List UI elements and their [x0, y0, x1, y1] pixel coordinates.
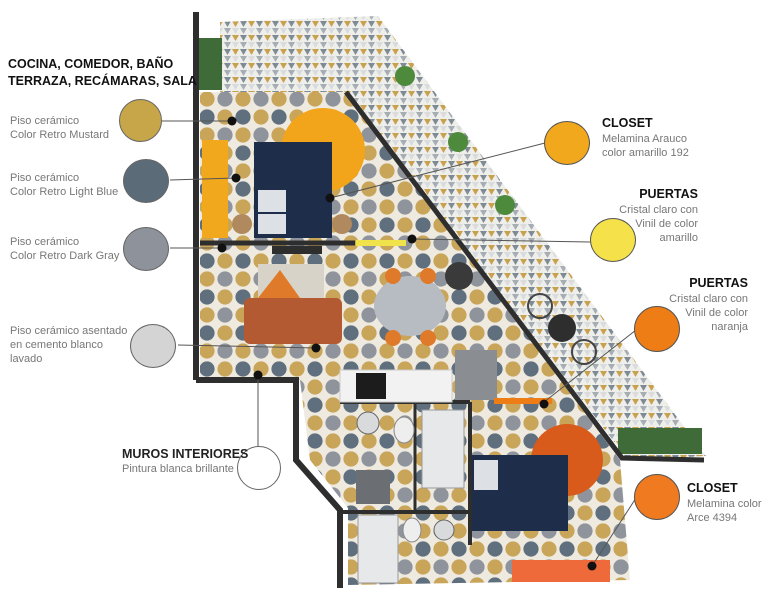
legend-header-line1: COCINA, COMEDOR, BAÑO [8, 57, 174, 71]
sofa [244, 298, 342, 344]
yellow-glass-door [356, 240, 406, 246]
legend-item-4-line2: en cemento blanco [10, 339, 103, 351]
leader-line [177, 344, 317, 349]
bathtub [357, 514, 399, 584]
closet-yellow-legend: CLOSET Melamina Arauco color amarillo 19… [602, 115, 689, 160]
garden-strip-right [618, 428, 702, 454]
closet-yellow [202, 140, 228, 238]
legend-item-1-line1: Piso cerámico [10, 115, 80, 127]
nightstand [332, 214, 352, 234]
terrace-chair [571, 339, 597, 365]
leader-dots [217, 116, 597, 571]
legend-item-4: Piso cerámico asentado en cemento blanco… [10, 324, 127, 366]
leader-line [411, 238, 591, 243]
legend-item-2: Piso cerámico Color Retro Light Blue [10, 171, 118, 199]
washer [356, 470, 390, 504]
pillow [258, 214, 286, 234]
orange-glass-door [494, 398, 552, 404]
swatch-white-cement [130, 324, 176, 368]
oven [455, 350, 497, 400]
closet-orange-legend: CLOSET Melamina color Arce 4394 [687, 480, 762, 525]
garden-strip-left [198, 38, 222, 90]
legend-item-1-line2: Color Retro Mustard [10, 129, 110, 141]
legend-item-3: Piso cerámico Color Retro Dark Gray [10, 235, 119, 263]
legend-item-2-line2: Color Retro Light Blue [10, 186, 119, 198]
bathtub [421, 409, 465, 489]
toilet [402, 517, 422, 543]
toilet [393, 416, 415, 444]
swatch-interior-walls [237, 446, 281, 490]
pillow [258, 190, 286, 212]
walls-title: MUROS INTERIORES [122, 447, 249, 461]
closet-orange-line1: Melamina color [687, 498, 762, 510]
tv-console [272, 246, 322, 254]
closet-yellow-title: CLOSET [602, 116, 653, 130]
cooktop [356, 373, 386, 399]
closet-yellow-line2: color amarillo 192 [602, 147, 689, 159]
door-orange-title: PUERTAS [689, 276, 748, 290]
door-yellow-line1: Cristal claro con [619, 204, 698, 216]
terrace-chair [527, 293, 553, 319]
closet-yellow-line1: Melamina Arauco [602, 133, 687, 145]
leader-line [543, 329, 637, 403]
sink [433, 519, 455, 541]
closet-orange [512, 560, 610, 582]
legend-item-1: Piso cerámico Color Retro Mustard [10, 114, 109, 142]
door-orange-line1: Cristal claro con [669, 293, 748, 305]
swatch-closet-orange [634, 474, 680, 520]
door-yellow-title: PUERTAS [639, 187, 698, 201]
walls-desc: Pintura blanca brillante [122, 463, 234, 475]
closet-orange-title: CLOSET [687, 481, 738, 495]
legend-item-3-line2: Color Retro Dark Gray [10, 250, 120, 262]
door-orange-line2: Vinil de color [685, 307, 748, 319]
dining-chair [420, 330, 436, 346]
swatch-door-orange [634, 306, 680, 352]
exterior-wall [196, 377, 343, 588]
leader-line [169, 177, 237, 181]
dining-chair [385, 330, 401, 346]
door-yellow-line2: Vinil de color [635, 218, 698, 230]
swatch-door-yellow [590, 218, 636, 262]
exterior-wall [344, 90, 705, 463]
closet-orange-line2: Arce 4394 [687, 512, 738, 524]
legend-item-2-line1: Piso cerámico [10, 172, 80, 184]
pillow [474, 460, 498, 490]
dining-chair [385, 268, 401, 284]
door-orange-legend: PUERTAS Cristal claro con Vinil de color… [648, 275, 748, 334]
nightstand [232, 214, 252, 234]
swatch-retro-light-blue [123, 159, 169, 203]
leader-line [329, 142, 546, 199]
legend-item-4-line1: Piso cerámico asentado [10, 325, 128, 337]
leader-line [591, 497, 637, 567]
terrace-table [548, 314, 576, 342]
legend-item-3-line1: Piso cerámico [10, 236, 80, 248]
dining-table [374, 276, 446, 336]
dining-lamp [445, 262, 473, 290]
door-yellow-legend: PUERTAS Cristal claro con Vinil de color… [598, 186, 698, 245]
swatch-retro-dark-gray [123, 227, 169, 271]
swatch-closet-yellow [544, 121, 590, 165]
door-yellow-line3: amarillo [659, 232, 698, 244]
dining-chair [420, 268, 436, 284]
legend-header-line2: TERRAZA, RECÁMARAS, SALA [8, 74, 197, 88]
door-orange-line3: naranja [711, 321, 748, 333]
swatch-retro-mustard [119, 99, 162, 142]
terrace-plant [395, 66, 515, 215]
sink [356, 411, 380, 435]
rug-pattern [258, 270, 300, 298]
legend-item-4-line3: lavado [10, 353, 43, 365]
terrace-floor [220, 16, 706, 460]
